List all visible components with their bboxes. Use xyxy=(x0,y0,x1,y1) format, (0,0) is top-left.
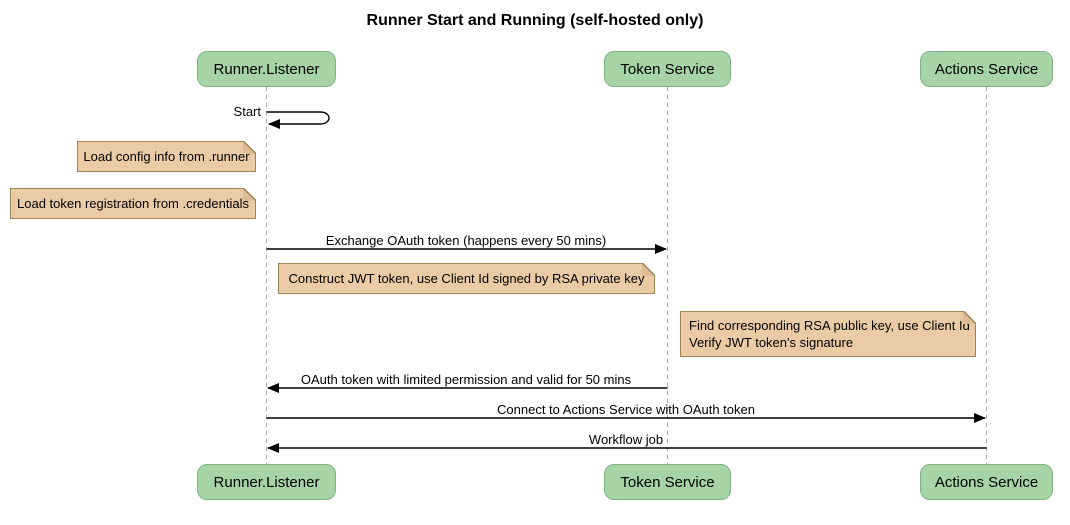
message-label-connect: Connect to Actions Service with OAuth to… xyxy=(497,402,755,417)
note-find-rsa-key: Find corresponding RSA public key, use C… xyxy=(680,311,976,357)
note-fold-corner-icon xyxy=(243,141,256,154)
note-fold-corner-icon xyxy=(642,263,655,276)
note-load-config: Load config info from .runner xyxy=(77,141,256,172)
participant-token-service-top: Token Service xyxy=(604,51,731,87)
note-text: Construct JWT token, use Client Id signe… xyxy=(288,271,645,286)
note-fold-corner-icon xyxy=(963,311,976,324)
participant-runner-listener-top: Runner.Listener xyxy=(197,51,336,87)
participant-label: Actions Service xyxy=(934,473,1039,491)
participant-token-service-bottom: Token Service xyxy=(604,464,731,500)
message-label-exchange-oauth: Exchange OAuth token (happens every 50 m… xyxy=(325,233,607,248)
note-text: Load token registration from .credential… xyxy=(17,196,249,211)
note-text-line1: Find corresponding RSA public key, use C… xyxy=(689,318,970,333)
participant-actions-service-bottom: Actions Service xyxy=(920,464,1053,500)
note-construct-jwt: Construct JWT token, use Client Id signe… xyxy=(278,263,655,294)
participant-actions-service-top: Actions Service xyxy=(920,51,1053,87)
message-label-oauth-return: OAuth token with limited permission and … xyxy=(300,372,632,387)
note-load-token-registration: Load token registration from .credential… xyxy=(10,188,256,219)
message-label-workflow-job: Workflow job xyxy=(588,432,664,447)
self-message-arrow-start xyxy=(266,111,330,129)
message-label-start: Start xyxy=(233,104,261,119)
diagram-title: Runner Start and Running (self-hosted on… xyxy=(366,12,704,29)
note-text-line2: Verify JWT token's signature xyxy=(689,335,854,350)
participant-label: Runner.Listener xyxy=(213,60,320,78)
note-fold-corner-icon xyxy=(243,188,256,201)
participant-label: Token Service xyxy=(620,473,715,491)
participant-runner-listener-bottom: Runner.Listener xyxy=(197,464,336,500)
participant-label: Token Service xyxy=(620,60,715,78)
participant-label: Actions Service xyxy=(934,60,1039,78)
note-text: Load config info from .runner xyxy=(83,149,250,164)
participant-label: Runner.Listener xyxy=(213,473,320,491)
